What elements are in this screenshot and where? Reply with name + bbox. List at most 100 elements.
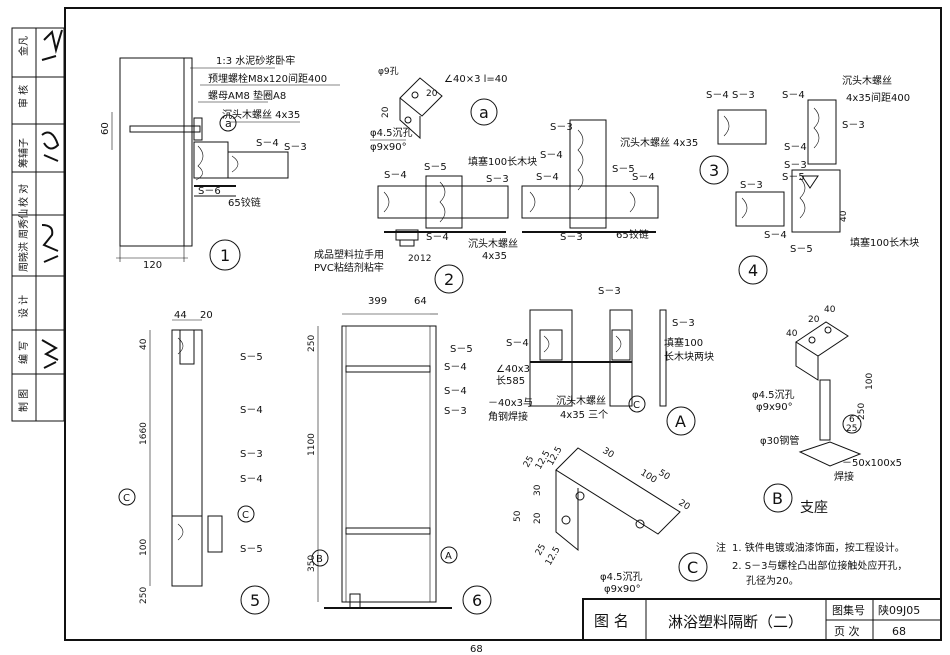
d3-label-2: S－4 [782, 90, 805, 101]
da-label-0: φ9孔 [378, 66, 399, 77]
title-block: 图 名 淋浴塑料隔断（二） 图集号 陕09J05 页 次 68 [582, 598, 942, 641]
d2-label-4: S－4 [426, 232, 449, 243]
d1-id: 1 [220, 246, 230, 265]
dC-id: C [687, 558, 698, 577]
atlas-no: 陕09J05 [878, 603, 920, 617]
strip-3: 校 对 [17, 184, 30, 207]
d6-label-6: 250 [307, 335, 317, 352]
detail-2: 填塞100长木块 S－5 S－4 S－3 S－4 沉头木螺丝 4x35 成品塑料… [314, 119, 698, 294]
d2-label-2: S－4 [384, 170, 407, 181]
d2-label-6: 4x35 [482, 251, 507, 262]
dB-label-9: －50x100x5 [842, 458, 902, 469]
d6-label-7: 1100 [307, 433, 317, 456]
d5-sec-right: C [242, 510, 249, 521]
d3-label-4: 4x35间距400 [846, 91, 910, 104]
dC-label-4: 50 [513, 510, 523, 522]
d5-label-9: 100 [139, 539, 149, 556]
d5-label-6: S－5 [240, 544, 263, 555]
note-3: 孔径为20。 [746, 574, 799, 587]
d3-label-11: S－5 [790, 244, 813, 255]
d2-label-0: 填塞100长木块 [468, 155, 537, 168]
d2-label-12: 沉头木螺丝 4x35 [620, 136, 698, 149]
d1-label-2: 螺母AM8 垫圈A8 [208, 89, 286, 102]
d2-label-14: S－5 [612, 164, 635, 175]
da-label-3: 20 [426, 89, 438, 99]
dA-label-2: S－3 [672, 318, 695, 329]
dC-label-13: 50 [656, 468, 671, 483]
dA-label-9: 沉头木螺丝 [556, 394, 606, 407]
d6-label-5: S－3 [444, 406, 467, 417]
d2-label-10: 12 [420, 254, 431, 264]
notes: 注 1. 铁件电镀或油漆饰面，按工程设计。 2. S－3与螺栓凸出部位接触处应开… [716, 541, 907, 587]
dA-label-1: S－4 [506, 338, 529, 349]
dA-sec-C: C [633, 400, 640, 411]
d2-label-15: S－4 [632, 172, 655, 183]
dB-label-10: 100 [865, 373, 875, 390]
dC-label-8: φ4.5沉孔 [600, 570, 643, 583]
d2-label-11: S－3 [550, 122, 573, 133]
signature-3 [41, 224, 59, 263]
d6-sec-A: A [445, 551, 452, 562]
dA-label-0: S－3 [598, 286, 621, 297]
dB-label-7: 25 [846, 424, 857, 434]
side-strip: 金凡 审 核 筹辅子 校 对 周晓洪 周秀仙 设 计 编 写 制 图 [11, 27, 65, 422]
dB-id: B [772, 489, 783, 508]
d5-label-7: 40 [139, 338, 149, 350]
d1-dim-120: 120 [143, 260, 162, 271]
detail-a: φ9孔 ∠40×3 l=40 20 20 φ4.5沉孔 φ9x90° a [370, 66, 508, 153]
strip-5: 设 计 [17, 295, 30, 318]
d6-sec-B: B [316, 554, 323, 565]
dB-label-11: 250 [857, 403, 867, 420]
dB-caption: 支座 [800, 500, 828, 516]
d5-sec-left: C [123, 493, 130, 504]
dB-label-2: 40 [824, 305, 836, 315]
dB-label-5: φ30钢管 [760, 434, 799, 447]
d5-label-5: S－4 [240, 474, 263, 485]
dC-label-0: 25 [522, 455, 536, 470]
strip-4: 周晓洪 周秀仙 [17, 209, 30, 272]
note-2: 2. S－3与螺栓凸出部位接触处应开孔， [732, 559, 907, 572]
d3-label-7: S－3 [784, 160, 807, 171]
dC-label-9: φ9x90° [604, 584, 641, 595]
d5-label-1: 20 [200, 310, 213, 321]
detail-B: 40 20 40 φ4.5沉孔 φ9x90° φ30钢管 6 25 焊接 －50… [752, 305, 902, 516]
d3-label-9: S－3 [740, 180, 763, 191]
dC-label-12: 20 [676, 498, 691, 513]
d3-label-10: S－4 [764, 230, 787, 241]
d1-dim-60: 60 [100, 122, 111, 135]
page-no-label: 页 次 [834, 624, 860, 638]
d1-label-7: 65铰链 [228, 196, 261, 209]
d5-label-3: S－4 [240, 405, 263, 416]
dB-label-0: 40 [786, 329, 798, 339]
d2-label-16: S－4 [536, 172, 559, 183]
d6-label-2: S－5 [450, 344, 473, 355]
d6-id: 6 [472, 591, 482, 610]
d6-label-0: 399 [368, 296, 387, 307]
dB-label-4: φ9x90° [756, 402, 793, 413]
drawing-title: 淋浴塑料隔断（二） [668, 613, 803, 631]
detail-1: 120 60 a 1:3 水泥砂浆卧牢 预埋螺栓M8x120间距400 螺母AM… [100, 54, 340, 271]
dC-label-5: 20 [533, 512, 543, 524]
dC-label-6: 25 [534, 543, 548, 558]
da-label-5: φ9x90° [370, 142, 407, 153]
d3-label-12: 填塞100长木块 [850, 236, 919, 249]
d5-label-8: 1660 [139, 422, 149, 445]
d3-id: 3 [709, 161, 719, 180]
d3-label-1: S－3 [732, 90, 755, 101]
d3-label-5: S－3 [842, 120, 865, 131]
d1-label-6: S－6 [198, 186, 221, 197]
d1-label-3: 沉头木螺丝 4x35 [222, 108, 300, 121]
d5-label-2: S－5 [240, 352, 263, 363]
strip-7: 制 图 [17, 389, 30, 412]
signature-2 [41, 131, 60, 162]
dA-id: A [675, 412, 686, 431]
detail-6: 399 64 S－5 S－4 S－4 S－3 250 1100 350 B A … [307, 296, 492, 615]
title-label: 图 名 [594, 612, 629, 630]
strip-1: 审 核 [17, 85, 30, 108]
d3-label-3: 沉头木螺丝 [842, 74, 892, 87]
d6-label-1: 64 [414, 296, 427, 307]
d2-label-9: 20 [408, 254, 420, 264]
d2-id: 2 [444, 270, 454, 289]
d2-label-1: S－5 [424, 162, 447, 173]
d3-label-13: 40 [839, 210, 849, 222]
